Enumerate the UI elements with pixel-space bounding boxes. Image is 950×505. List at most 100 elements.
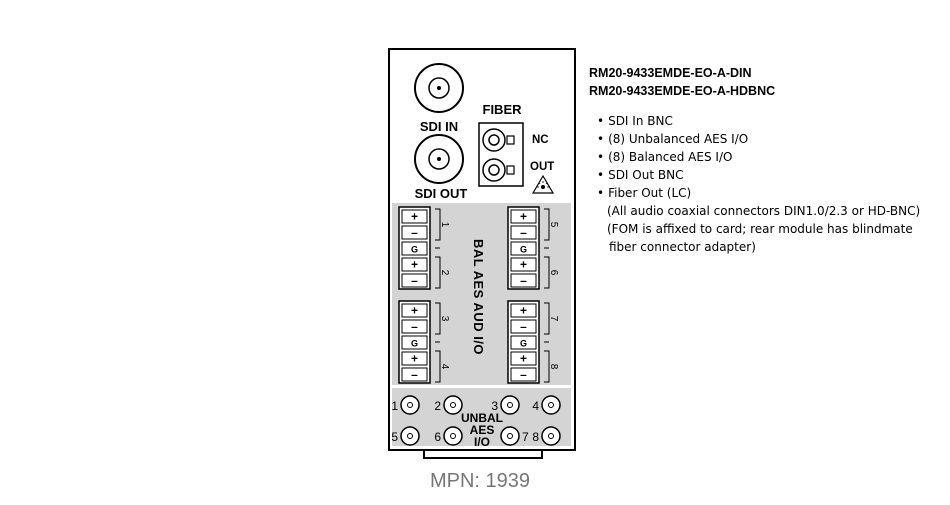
- unbal-aes-connector: 4: [532, 395, 561, 415]
- terminal-pin: [510, 241, 537, 256]
- terminal-pin: [510, 367, 537, 382]
- terminal-pin-label: –: [520, 274, 527, 288]
- unbal-connector-number: 8: [532, 430, 539, 444]
- note-item: (All audio coaxial connectors DIN1.0/2.3…: [607, 204, 921, 218]
- unbal-aes-connector: 8: [532, 426, 561, 446]
- sdi-in-connector: [414, 63, 464, 113]
- terminal-pin: [401, 319, 428, 334]
- module-tab: [423, 450, 543, 459]
- feature-item: (8) Unbalanced AES I/O: [589, 130, 944, 148]
- mpn-label: MPN: 1939: [429, 470, 531, 492]
- terminal-pin-label: –: [520, 320, 527, 334]
- pair-bracket: [544, 208, 550, 241]
- terminal-pin-label: +: [520, 352, 527, 366]
- terminal-pin-label: +: [520, 258, 527, 272]
- model-number-din: RM20-9433EMDE-EO-A-DIN: [589, 66, 752, 80]
- pair-label: 7: [548, 316, 559, 322]
- terminal-pin: [510, 335, 537, 350]
- unbal-connector-number: 7: [522, 430, 529, 444]
- terminal-pin: [510, 303, 537, 318]
- pair-bracket: [435, 302, 441, 335]
- unbal-label-line-3: I/O: [474, 435, 490, 449]
- unbal-aes-connector: 1: [391, 395, 420, 415]
- model-number-hdbnc: RM20-9433EMDE-EO-A-HDBNC: [589, 84, 776, 98]
- terminal-pin: [401, 367, 428, 382]
- terminal-pin-label: G: [411, 245, 418, 255]
- sdi-in-label: SDI IN: [420, 119, 458, 134]
- unbal-aes-section: [392, 388, 571, 446]
- terminal-pin-label: +: [520, 304, 527, 318]
- terminal-pin-label: –: [520, 226, 527, 240]
- unbal-connector-number: 4: [532, 399, 539, 413]
- pair-label: 5: [548, 222, 559, 228]
- terminal-block: + – G + – 3 4: [398, 300, 450, 384]
- terminal-pin-label: +: [411, 304, 418, 318]
- pair-bracket: [544, 350, 550, 383]
- fiber-label: FIBER: [483, 102, 523, 117]
- terminal-block: + – G + – 1 2: [398, 206, 450, 290]
- terminal-pin: [510, 225, 537, 240]
- fiber-nc-label: NC: [532, 134, 549, 146]
- unbal-connector-number: 5: [391, 430, 398, 444]
- pair-label: 8: [548, 364, 559, 370]
- unbal-connector-number: 3: [491, 399, 498, 413]
- terminal-pin-label: G: [520, 339, 527, 349]
- terminal-pin: [401, 351, 428, 366]
- terminal-pin: [510, 257, 537, 272]
- note-item: (FOM is affixed to card; rear module has…: [607, 222, 913, 236]
- terminal-pin: [401, 241, 428, 256]
- bal-section-label: BAL AES AUD I/O: [471, 239, 486, 355]
- unbal-aes-connector: 5: [391, 426, 420, 446]
- pair-label: 2: [439, 270, 450, 276]
- laser-warning-icon: [531, 174, 555, 194]
- terminal-pin-label: –: [411, 274, 418, 288]
- sdi-out-label: SDI OUT: [415, 186, 468, 201]
- terminal-pin: [401, 257, 428, 272]
- pair-label: 3: [439, 316, 450, 322]
- terminal-pin-label: –: [411, 368, 418, 382]
- sdi-out-connector: [414, 134, 464, 184]
- terminal-pin: [401, 225, 428, 240]
- unbal-aes-connector: 3: [491, 395, 520, 415]
- unbal-aes-connector: 7: [500, 426, 529, 446]
- pair-bracket: [544, 302, 550, 335]
- terminal-pin-label: –: [411, 226, 418, 240]
- pair-label: 6: [548, 270, 559, 276]
- unbal-connector-number: 2: [434, 399, 441, 413]
- fiber-out-label: OUT: [530, 161, 554, 173]
- terminal-pin-label: +: [411, 210, 418, 224]
- pair-bracket: [435, 208, 441, 241]
- unbal-label-line-1: UNBAL: [461, 411, 503, 425]
- terminal-pin-label: G: [411, 339, 418, 349]
- terminal-pin-label: +: [411, 352, 418, 366]
- feature-item: SDI In BNC: [589, 112, 944, 130]
- terminal-block: + – G + – 5 6: [507, 206, 559, 290]
- terminal-pin: [510, 319, 537, 334]
- pair-label: 1: [439, 222, 450, 228]
- pair-label: 4: [439, 364, 450, 370]
- terminal-pin-label: G: [520, 245, 527, 255]
- unbal-aes-connector: 6: [434, 426, 463, 446]
- pair-bracket: [435, 256, 441, 289]
- terminal-pin: [401, 273, 428, 288]
- terminal-pin: [401, 335, 428, 350]
- terminal-pin-label: –: [411, 320, 418, 334]
- feature-item: SDI Out BNC: [589, 166, 944, 184]
- unbal-label-line-2: AES: [470, 423, 495, 437]
- terminal-pin-label: +: [520, 210, 527, 224]
- terminal-pin: [510, 273, 537, 288]
- feature-item: Fiber Out (LC): [589, 184, 944, 202]
- terminal-pin: [510, 209, 537, 224]
- terminal-pin-label: –: [520, 368, 527, 382]
- pair-bracket: [435, 350, 441, 383]
- unbal-connector-number: 1: [391, 399, 398, 413]
- spec-panel: RM20-9433EMDE-EO-A-DIN RM20-9433EMDE-EO-…: [589, 64, 944, 256]
- note-item: fiber connector adapter): [609, 240, 756, 254]
- feature-list: SDI In BNC (8) Unbalanced AES I/O (8) Ba…: [589, 112, 944, 256]
- terminal-pin-label: +: [411, 258, 418, 272]
- terminal-block: + – G + – 7 8: [507, 300, 559, 384]
- feature-item: (8) Balanced AES I/O: [589, 148, 944, 166]
- unbal-connector-number: 6: [434, 430, 441, 444]
- terminal-pin: [401, 209, 428, 224]
